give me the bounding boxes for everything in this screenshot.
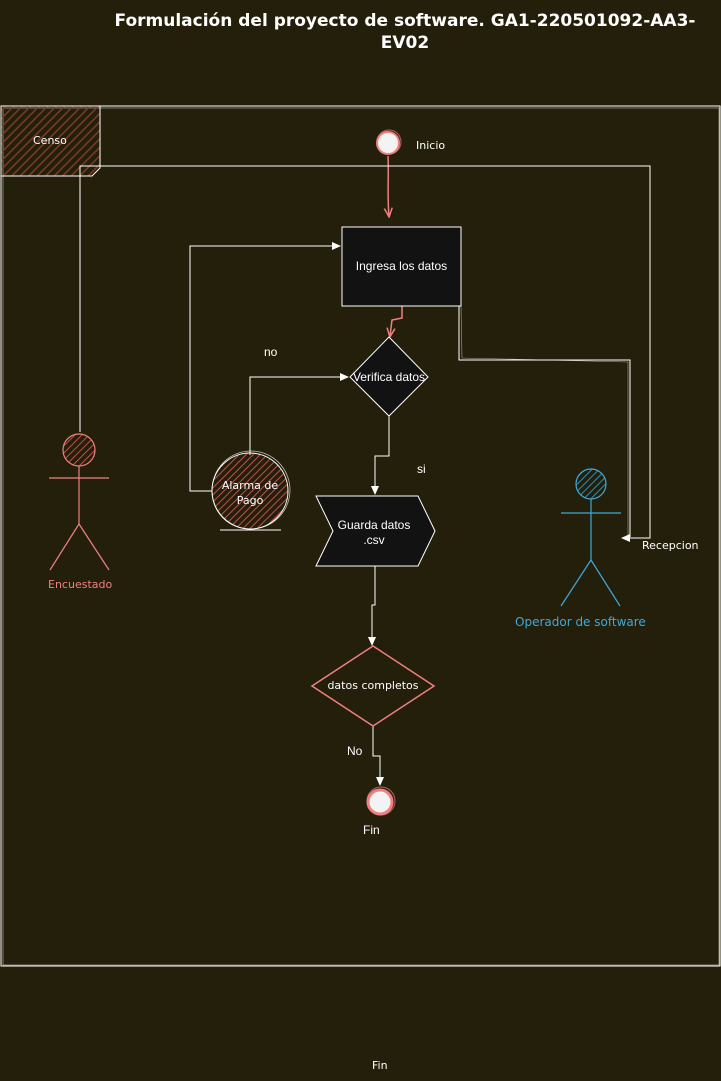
edge-save-to-complete <box>368 566 376 646</box>
no-edge-label: no <box>264 345 278 359</box>
end-label: Fin <box>363 823 380 837</box>
operator-label: Operador de software <box>515 615 646 629</box>
start-node <box>376 129 402 155</box>
input-label: Ingresa los datos <box>355 259 448 273</box>
edge-complete-to-end <box>372 726 384 786</box>
reception-label: Recepcion <box>642 539 699 552</box>
yes-edge-label: si <box>417 462 426 476</box>
respondent-actor-figure <box>49 433 110 571</box>
pool-frame <box>0 105 721 967</box>
start-label: Inicio <box>416 139 446 152</box>
respondent-label: Encuestado <box>48 578 113 591</box>
pool-label: Censo <box>33 134 67 147</box>
connectors <box>79 155 651 786</box>
alarm-node <box>211 450 291 531</box>
edge-verify-to-save <box>371 416 390 495</box>
edge-start-to-input <box>388 155 389 216</box>
verify-label: Verifica datos <box>352 370 426 384</box>
save-step-shape <box>315 495 436 567</box>
verify-decision <box>349 336 429 417</box>
complete-label: datos completos <box>327 679 419 692</box>
save-label: Guarda datos .csv <box>337 518 411 547</box>
alarm-label: Alarma de Pago <box>221 479 279 507</box>
edge-input-to-verify <box>390 306 403 336</box>
complete-decision <box>310 645 436 727</box>
end-node <box>366 786 396 816</box>
edge-alarm-to-verify <box>249 373 349 455</box>
input-process-box <box>341 226 462 307</box>
no-complete-edge-label: No <box>347 744 363 758</box>
edge-alarm-to-input <box>189 242 341 492</box>
edge-respondent-to-reception <box>79 165 651 542</box>
edge-input-to-operator <box>458 306 631 537</box>
diagram-title: Formulación del proyecto de software. GA… <box>114 11 696 53</box>
pool-label-box <box>0 105 101 177</box>
operator-actor-figure <box>560 468 621 607</box>
footer-label: Fin <box>372 1059 388 1072</box>
